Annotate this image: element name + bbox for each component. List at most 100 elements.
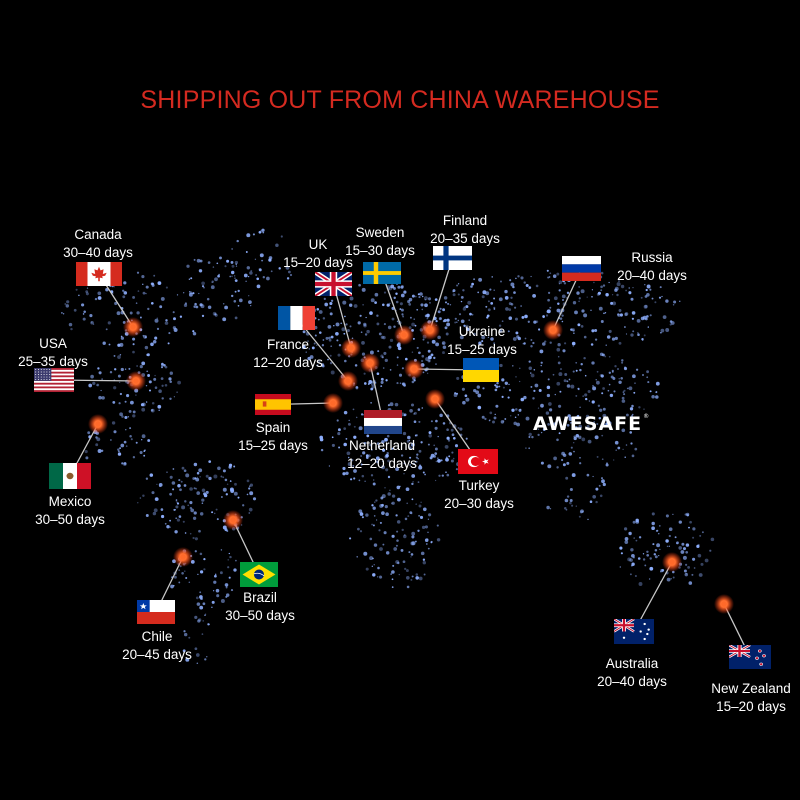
map-dot — [635, 539, 638, 542]
map-dot — [338, 343, 342, 347]
map-dot — [557, 302, 560, 305]
flag-turkey-icon — [458, 449, 498, 474]
map-dot — [532, 397, 535, 400]
map-dot — [566, 423, 570, 427]
flag-netherlands-icon — [364, 410, 402, 434]
map-dot — [533, 320, 537, 324]
map-dot — [422, 560, 427, 565]
map-dot — [164, 522, 167, 525]
map-dot — [444, 445, 449, 449]
map-dot — [193, 462, 198, 467]
map-dot — [198, 292, 200, 295]
map-dot — [556, 466, 559, 469]
map-dot — [580, 325, 584, 328]
map-dot — [575, 505, 577, 507]
map-dot — [136, 365, 138, 367]
map-dot — [437, 435, 439, 438]
map-dot — [602, 423, 606, 427]
map-dot — [375, 382, 377, 384]
map-dot — [397, 346, 402, 351]
map-dot — [549, 272, 552, 275]
map-dot — [161, 514, 165, 519]
map-dot — [345, 323, 348, 326]
map-dot — [654, 301, 657, 304]
map-dot — [85, 456, 89, 460]
map-dot — [460, 319, 465, 324]
map-dot — [135, 394, 137, 396]
map-dot — [428, 360, 430, 362]
map-dot — [422, 507, 427, 512]
map-dot — [592, 475, 594, 478]
map-dot — [632, 374, 636, 379]
map-dot — [396, 539, 399, 542]
continent-dots — [61, 228, 715, 665]
map-dot — [270, 270, 273, 273]
map-dot — [610, 393, 613, 396]
map-dot — [237, 289, 240, 293]
map-dot — [580, 289, 585, 294]
map-dot — [413, 318, 415, 320]
map-dot — [329, 312, 333, 316]
country-name: Finland — [442, 213, 488, 228]
map-dot — [120, 367, 124, 372]
map-dot — [169, 526, 171, 528]
flag-new-zealand-icon — [728, 644, 771, 669]
map-dot — [508, 383, 510, 386]
map-dot — [385, 512, 389, 517]
map-dot — [363, 442, 367, 445]
map-dot — [628, 531, 632, 536]
map-dot — [385, 551, 390, 555]
map-dot — [117, 448, 120, 451]
map-dot — [363, 382, 367, 385]
map-dot — [623, 367, 628, 371]
map-dot — [634, 382, 636, 384]
map-dot — [579, 368, 582, 372]
map-dot — [469, 312, 472, 316]
map-dot — [592, 494, 597, 499]
map-dot — [224, 583, 229, 587]
map-dot — [481, 295, 485, 299]
map-dot — [641, 373, 645, 377]
map-dot — [391, 586, 394, 588]
map-dot — [168, 377, 172, 381]
map-dot — [226, 259, 230, 263]
map-dot — [126, 394, 130, 398]
map-dot — [496, 381, 499, 385]
map-dot — [679, 300, 681, 302]
map-dot — [435, 460, 438, 463]
map-dot — [211, 281, 213, 284]
map-dot — [200, 304, 205, 309]
map-dot — [418, 504, 422, 508]
map-dot — [129, 427, 132, 430]
map-dot — [660, 331, 662, 334]
map-dot — [395, 544, 398, 547]
map-dot — [595, 500, 598, 504]
map-dot — [132, 414, 136, 418]
map-dot — [391, 534, 395, 538]
map-dot — [632, 286, 634, 289]
map-dot — [414, 324, 417, 327]
map-dot — [436, 538, 441, 542]
map-dot — [430, 540, 433, 544]
map-dot — [655, 395, 659, 399]
map-dot — [465, 397, 470, 402]
map-dot — [122, 295, 126, 299]
map-dot — [368, 380, 373, 384]
map-dot — [124, 400, 127, 403]
map-dot — [125, 445, 128, 447]
map-dot — [428, 431, 432, 435]
map-dot — [322, 317, 326, 320]
map-dot — [196, 602, 201, 606]
map-dot — [372, 557, 374, 560]
map-dot — [629, 558, 633, 562]
map-dot — [649, 390, 652, 393]
map-dot — [357, 321, 361, 325]
map-dot — [646, 550, 649, 554]
map-dot — [418, 465, 423, 470]
map-dot — [487, 336, 490, 339]
map-dot — [508, 316, 513, 320]
map-dot — [643, 334, 646, 337]
map-dot — [145, 477, 149, 480]
map-dot — [359, 314, 362, 317]
map-dot — [540, 403, 544, 408]
